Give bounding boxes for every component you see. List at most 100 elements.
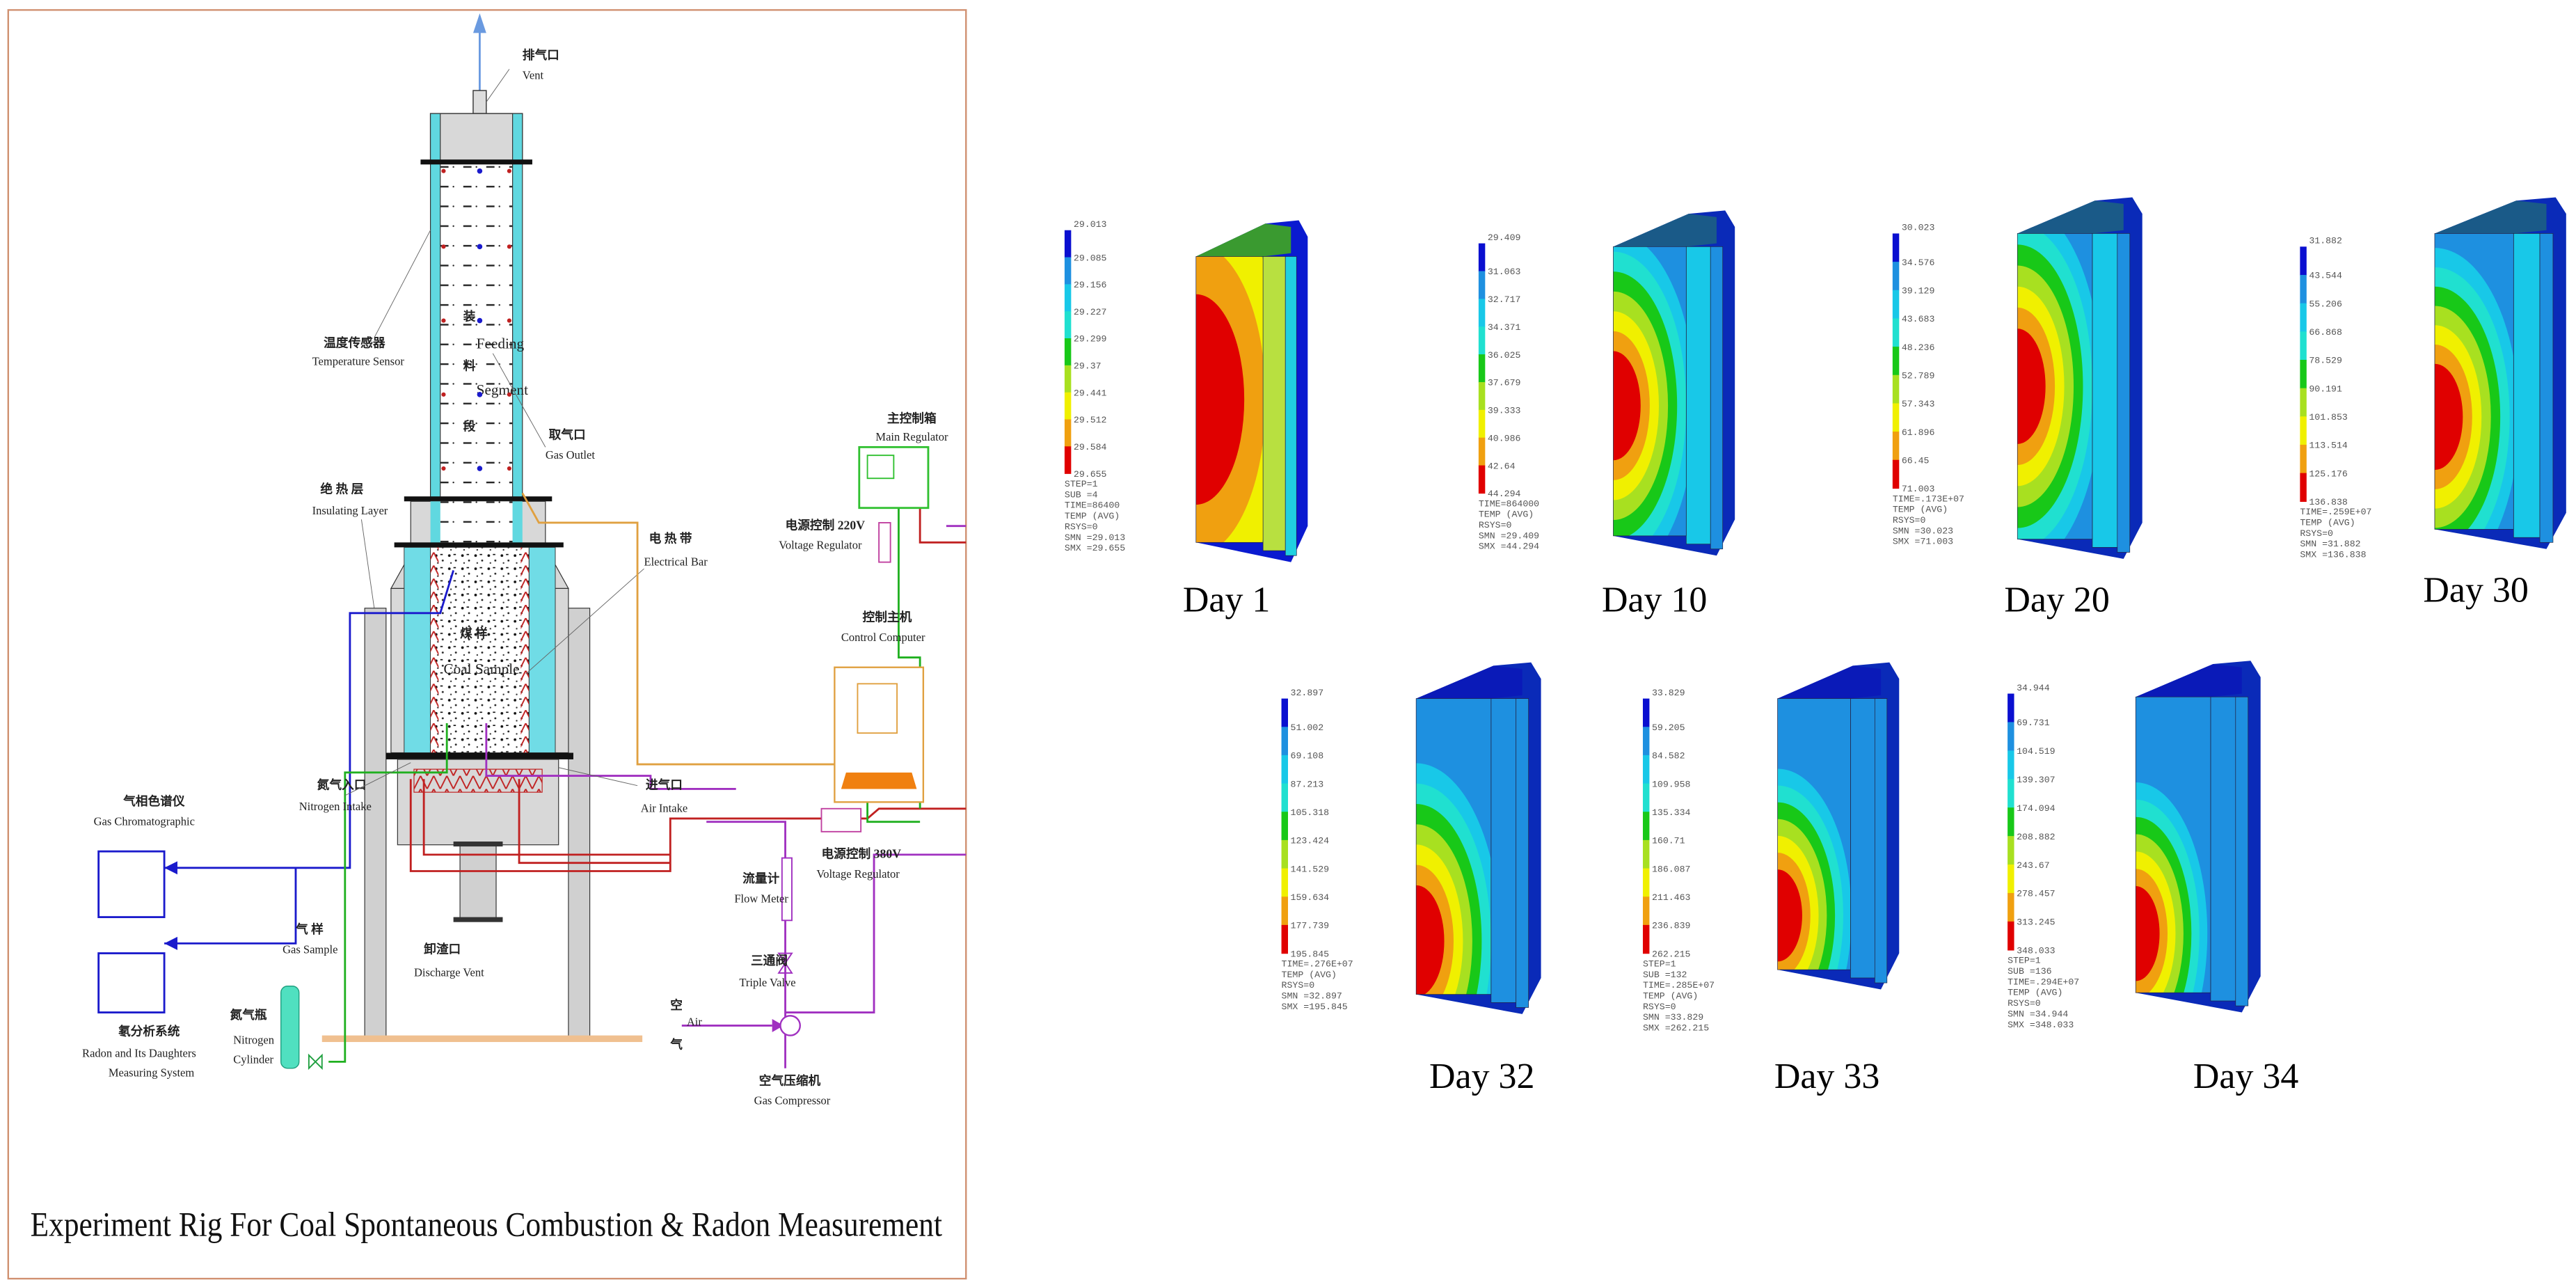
legend-level-label: 51.002 [1291, 723, 1324, 733]
legend-level-label: 29.409 [1488, 232, 1521, 243]
legend-color-band [1892, 290, 1900, 319]
result-info-line: SMN =30.023 [1893, 526, 1953, 536]
legend-level-label: 313.245 [2017, 917, 2056, 928]
legend-color-band [1892, 459, 1900, 489]
result-info-line: TEMP (AVG) [1893, 505, 1948, 515]
legend-color-band [1642, 755, 1650, 784]
legend-level-label: 29.37 [1074, 361, 1102, 372]
legend-level-label: 135.334 [1652, 807, 1691, 818]
main-regulator-label: Main Regulator [875, 430, 948, 443]
legend-color-band [1281, 897, 1288, 926]
result-info-line: STEP=1 [2007, 956, 2041, 966]
legend-level-label: 29.227 [1074, 307, 1107, 317]
legend-level-label: 29.085 [1074, 253, 1107, 263]
legend-color-band [2300, 331, 2307, 361]
nitrogen-intake-label-cn: 氮气入口 [317, 777, 367, 791]
electrical-bar-label: Electrical Bar [644, 555, 708, 568]
legend-color-band [1064, 446, 1072, 474]
legend-color-band [1478, 326, 1486, 355]
legend-level-label: 87.213 [1291, 779, 1324, 789]
result-info-line: SMX =262.215 [1643, 1023, 1709, 1034]
legend-level-label: 32.717 [1488, 294, 1521, 305]
legend-color-band [1892, 262, 1900, 291]
triple-valve-label: Triple Valve [739, 976, 795, 989]
temperature-sensor-label-cn: 温度传感器 [324, 335, 385, 349]
result-info-line: TIME=.294E+07 [2007, 977, 2079, 987]
legend-level-label: 159.634 [1291, 892, 1330, 903]
legend-level-label: 29.441 [1074, 388, 1107, 398]
legend-level-label: 139.307 [2017, 775, 2056, 785]
voltage-regulator-220v [878, 522, 891, 563]
legend-level-label: 48.236 [1902, 342, 1935, 353]
legend-level-label: 39.129 [1902, 285, 1935, 296]
legend-color-band [1064, 419, 1072, 448]
legend-color-band [1642, 812, 1650, 841]
legend-color-band [1281, 727, 1288, 756]
gas-compressor [779, 1015, 801, 1036]
legend-color-band [2007, 836, 2014, 865]
result-info-line: SMX =136.838 [2300, 550, 2366, 560]
result-info-line: SMX =29.655 [1065, 543, 1125, 553]
legend-color-band [2007, 864, 2014, 894]
legend-level-label: 66.45 [1902, 455, 1930, 466]
legend-level-label: 42.64 [1488, 461, 1516, 471]
simulation-panel: 31.88243.54455.20666.86878.52990.191101.… [2300, 197, 2566, 610]
legend-level-label: 40.986 [1488, 433, 1521, 443]
legend-color-band [1478, 299, 1486, 327]
flow-meter [781, 857, 793, 922]
legend-level-label: 160.71 [1652, 836, 1685, 846]
nitrogen-cylinder-label-2: Cylinder [233, 1053, 273, 1066]
legend-level-label: 177.739 [1291, 921, 1330, 931]
result-info-line: TIME=.276E+07 [1282, 958, 1353, 969]
result-info-line: SMX =195.845 [1282, 1002, 1348, 1012]
legend-level-label: 195.845 [1291, 949, 1330, 959]
legend-level-label: 348.033 [2017, 946, 2056, 956]
result-info-line: TEMP (AVG) [1643, 990, 1698, 1001]
result-info-line: TEMP (AVG) [1065, 511, 1120, 521]
legend-color-band [1478, 437, 1486, 466]
legend-level-label: 78.529 [2309, 356, 2342, 366]
diagram-caption: Experiment Rig For Coal Spontaneous Comb… [31, 1206, 943, 1244]
gas-chromatographic-label: Gas Chromatographic [94, 814, 195, 828]
feeding-en-1: Feeding [477, 335, 525, 352]
legend-color-band [1064, 257, 1072, 285]
result-info-line: TIME=86400 [1065, 500, 1120, 511]
coal-sample-label: Coal Sample [443, 661, 519, 677]
legend-color-band [1892, 432, 1900, 461]
legend-level-label: 211.463 [1652, 892, 1691, 903]
gas-arrow-icon [164, 861, 177, 875]
legend-level-label: 29.299 [1074, 334, 1107, 345]
radon-label-cn: 氡分析系统 [118, 1024, 180, 1039]
legend-color-band [1642, 783, 1650, 812]
legend-level-label: 36.025 [1488, 350, 1521, 361]
triple-valve-label-cn: 三通阀 [751, 953, 788, 968]
legend-level-label: 90.191 [2309, 384, 2342, 394]
experiment-rig-diagram: 排气口 Vent 装 料 段 Feeding Segment 温度传感器 Tem… [7, 9, 967, 1280]
feeding-column [420, 113, 532, 500]
legend-color-band [2300, 359, 2307, 389]
legend-level-label: 125.176 [2309, 468, 2348, 479]
legend-color-band [2300, 246, 2307, 276]
legend-color-band [1892, 347, 1900, 376]
legend-level-label: 39.333 [1488, 406, 1521, 416]
legend-color-band [1642, 897, 1650, 926]
legend-level-label: 186.087 [1652, 864, 1691, 874]
vent-label-cn: 排气口 [523, 47, 559, 62]
temperature-simulation-panels: 29.01329.08529.15629.22729.29929.3729.44… [1064, 197, 2566, 1096]
legend-color-band [2300, 444, 2307, 474]
control-computer-label-cn: 控制主机 [863, 610, 912, 624]
legend-level-label: 37.679 [1488, 378, 1521, 388]
radon-label-2: Measuring System [109, 1066, 195, 1080]
electrical-bar-label-cn: 电 热 带 [649, 530, 692, 545]
legend-color-band [1642, 839, 1650, 869]
discharge-vent-label: Discharge Vent [414, 966, 484, 979]
air-label: Air [687, 1015, 703, 1028]
gas-sample-label-cn: 气 样 [295, 922, 324, 936]
flow-meter-label: Flow Meter [734, 892, 788, 905]
temperature-contour-model [2135, 661, 2261, 1013]
legend-color-band [1642, 924, 1650, 954]
legend-level-label: 141.529 [1291, 864, 1330, 874]
result-info-line: TIME=.173E+07 [1893, 494, 1964, 504]
legend-color-band [1642, 698, 1650, 727]
day-label: Day 33 [1774, 1057, 1879, 1096]
